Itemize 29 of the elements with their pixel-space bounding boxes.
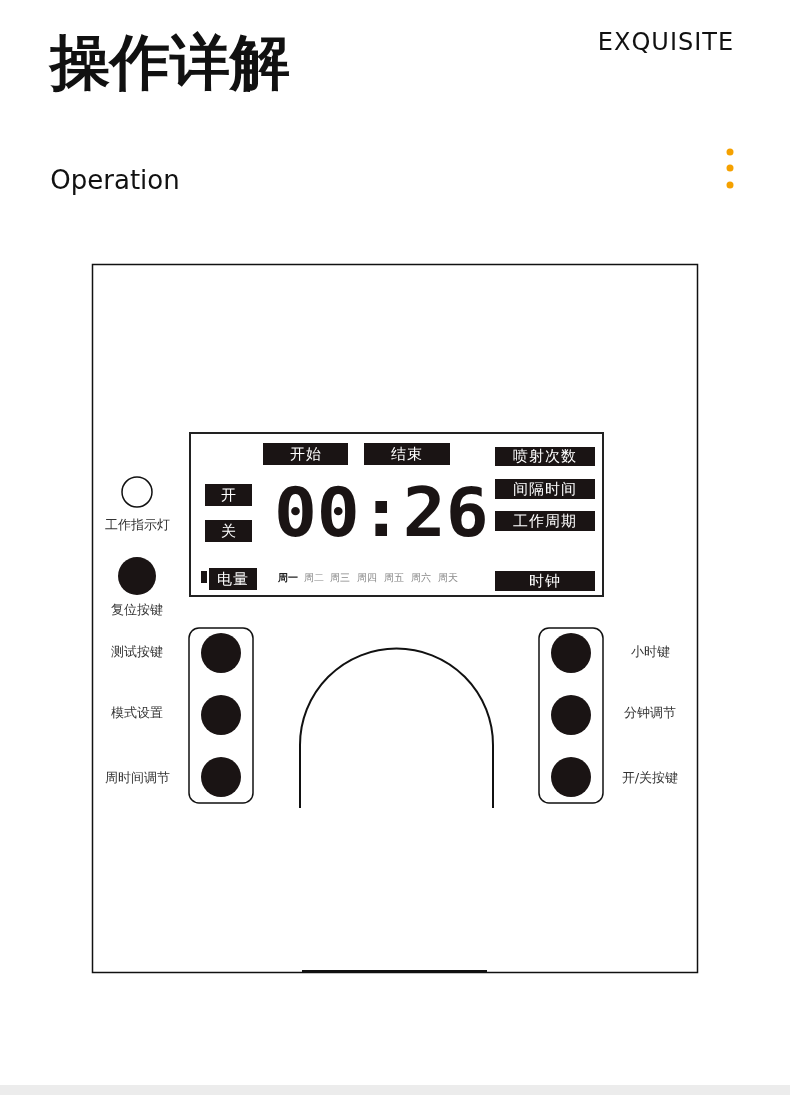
button-label: 开/关按键 xyxy=(621,769,679,787)
weekday-label: 周三 xyxy=(330,571,350,585)
lcd-label: 间隔时间 xyxy=(495,479,595,499)
digital-time: 00:26 xyxy=(273,478,489,548)
lcd-label: 电量 xyxy=(209,568,257,590)
button-label: 工作指示灯 xyxy=(104,516,170,534)
lcd-label: 结束 xyxy=(364,443,450,465)
weekday-label: 周四 xyxy=(357,571,377,585)
button-label: 复位按键 xyxy=(111,601,163,619)
lcd-label: 开始 xyxy=(263,443,348,465)
subtitle: Operation xyxy=(50,165,180,195)
lcd-screen xyxy=(189,432,604,597)
lcd-label: 工作周期 xyxy=(495,511,595,531)
weekday-label: 周六 xyxy=(411,571,431,585)
lcd-label: 关 xyxy=(205,520,252,542)
brand-tagline: EXQUISITE xyxy=(597,28,735,56)
lcd-label: 喷射次数 xyxy=(495,447,595,466)
button-label: 模式设置 xyxy=(111,704,163,722)
button-label: 测试按键 xyxy=(111,643,163,661)
title: 操作详解 xyxy=(50,26,290,99)
lcd-label: 时钟 xyxy=(495,571,595,591)
weekday-label: 周一 xyxy=(278,571,298,585)
weekday-label: 周天 xyxy=(438,571,458,585)
button-label: 周时间调节 xyxy=(104,769,170,787)
lcd-label: 开 xyxy=(205,484,252,506)
button-label: 分钟调节 xyxy=(624,704,676,722)
weekday-label: 周二 xyxy=(304,571,324,585)
button-label: 小时键 xyxy=(630,643,670,661)
weekday-label: 周五 xyxy=(384,571,404,585)
